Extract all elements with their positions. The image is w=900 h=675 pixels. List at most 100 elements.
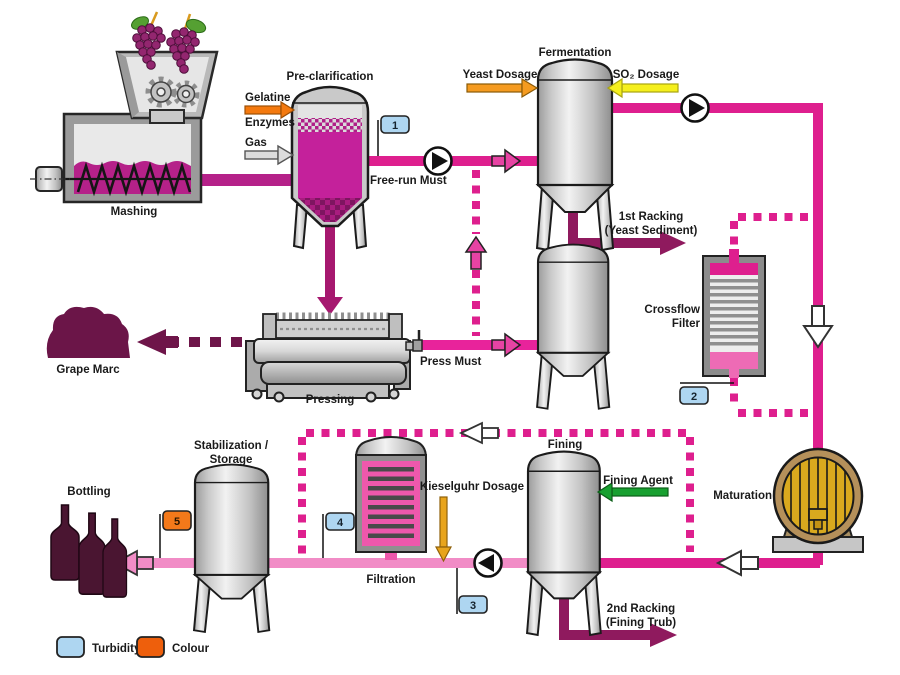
tank-must — [298, 132, 362, 198]
measure-point-1-badge — [380, 115, 410, 134]
fining-agent-label: Fining Agent — [603, 475, 673, 487]
barrel-tap — [808, 508, 828, 521]
press-end-cap — [262, 313, 277, 342]
left-flow-arrow-maturation — [715, 549, 759, 577]
measure-point-4-number: 4 — [337, 517, 344, 529]
hopper-neck — [149, 109, 185, 124]
bottling-label: Bottling — [67, 486, 110, 498]
racking2-line — [559, 630, 651, 640]
racking2-label-line2: (Fining Trub) — [606, 617, 676, 629]
filter-bottom-band — [710, 352, 758, 369]
measure-point-3-number: 3 — [470, 600, 476, 612]
maturation-barrel — [772, 447, 864, 553]
racking2-label-line1: 2nd Racking — [607, 603, 675, 615]
flow-arrows — [113, 148, 834, 577]
racking1-drop-line — [568, 208, 578, 248]
filtration-dome — [354, 436, 428, 459]
storage-inlet-arrow — [491, 332, 522, 358]
maturation-label: Maturation — [713, 490, 772, 502]
grape-marc-label: Grape Marc — [56, 364, 120, 376]
press-outlet-fitting — [412, 339, 423, 352]
kieselguhr-dosage-arrow — [434, 496, 453, 563]
maturation-to-fining-line — [598, 558, 820, 568]
hopper-left-wall — [117, 52, 139, 118]
mashing-label: Mashing — [111, 206, 158, 218]
pump-icon — [423, 146, 453, 176]
legend-colour-swatch — [136, 636, 165, 658]
dosage-arrows — [244, 77, 679, 563]
enzymes-label: Enzymes — [245, 117, 295, 129]
free-run-must-label: Free-run Must — [370, 175, 447, 187]
crossflow-label-line1: Crossflow — [644, 304, 700, 316]
kieselguhr-dosage-label: Kieselguhr Dosage — [420, 481, 524, 493]
measure-point-5-number: 5 — [174, 516, 180, 528]
measure-point-2-number: 2 — [691, 391, 697, 403]
labels: Mashing Pre-clarification Gelatine Enzym… — [56, 47, 772, 629]
measure-point-5-badge — [162, 510, 192, 531]
filtration-label: Filtration — [366, 574, 415, 586]
pressing-machine — [245, 312, 423, 403]
tank-sediment — [298, 198, 362, 222]
press-wheel — [365, 391, 377, 403]
pump-icon — [473, 548, 503, 578]
filter-inlet-stub — [729, 249, 739, 264]
yeast-dosage-arrow — [466, 77, 539, 99]
grape-marc-arrow — [137, 329, 166, 355]
recycle-up-arrow — [464, 235, 488, 270]
racking1-label-line2: (Yeast Sediment) — [605, 225, 698, 237]
press-drum — [253, 338, 411, 364]
measure-point-4-badge — [325, 512, 355, 531]
preclarification-label: Pre-clarification — [287, 71, 374, 83]
screw-conveyor — [76, 161, 192, 197]
filter-outlet-stub — [729, 369, 739, 378]
filtration-plates — [368, 467, 414, 538]
gelatine-label: Gelatine — [245, 92, 290, 104]
filtration-unit — [354, 436, 428, 560]
legend: Turbidity Colour — [56, 636, 210, 658]
press-must-label: Press Must — [420, 356, 482, 368]
so2-dosage-arrow — [606, 77, 679, 99]
racking2-drop-line — [559, 598, 569, 635]
fining-agent-arrow — [596, 481, 669, 503]
fermentation-label: Fermentation — [539, 47, 612, 59]
tank-foam-layer — [298, 118, 362, 132]
down-flow-arrow — [802, 305, 834, 349]
stabilization-label-line2: Storage — [210, 454, 253, 466]
gear-icon — [145, 76, 177, 108]
storage-tank — [536, 243, 611, 410]
preclarification-tank — [290, 85, 370, 250]
mashing-unit — [30, 11, 219, 204]
barrel-tap-spout — [813, 519, 823, 530]
pressing-label: Pressing — [306, 394, 355, 406]
tank-headspace — [298, 105, 362, 118]
legend-turbidity-swatch — [56, 636, 85, 658]
so2-dosage-label: SO₂ Dosage — [613, 69, 679, 81]
filter-top-band — [710, 263, 758, 275]
legend-colour-label: Colour — [172, 643, 210, 655]
grape-marc-pile — [46, 306, 131, 358]
press-wheel — [388, 388, 400, 400]
press-top-housing — [271, 319, 395, 339]
grape-marc-arrow-tail — [166, 336, 178, 348]
press-must-line — [420, 340, 540, 350]
bottles-icon — [50, 504, 128, 598]
press-inlet-arrow — [317, 297, 343, 315]
measure-point-1-number: 1 — [392, 120, 398, 132]
gear-icon — [172, 80, 200, 108]
racking1-line — [568, 238, 660, 248]
fermentation-inlet-arrow — [491, 148, 522, 174]
measure-point-3-badge — [458, 595, 488, 614]
racking1-label-line1: 1st Racking — [619, 211, 684, 223]
fining-label: Fining — [548, 439, 583, 451]
fermentation-outlet-line — [610, 103, 818, 113]
stabilization-label-line1: Stabilization / — [194, 440, 269, 452]
gas-arrow — [244, 144, 295, 166]
yeast-dosage-label: Yeast Dosage — [463, 69, 538, 81]
crossflow-filter — [702, 249, 766, 378]
mash-to-preclarification-line — [198, 174, 296, 186]
racking1-arrow — [660, 231, 686, 255]
filter-membranes — [710, 279, 758, 346]
preclarification-to-press-line — [325, 220, 335, 300]
